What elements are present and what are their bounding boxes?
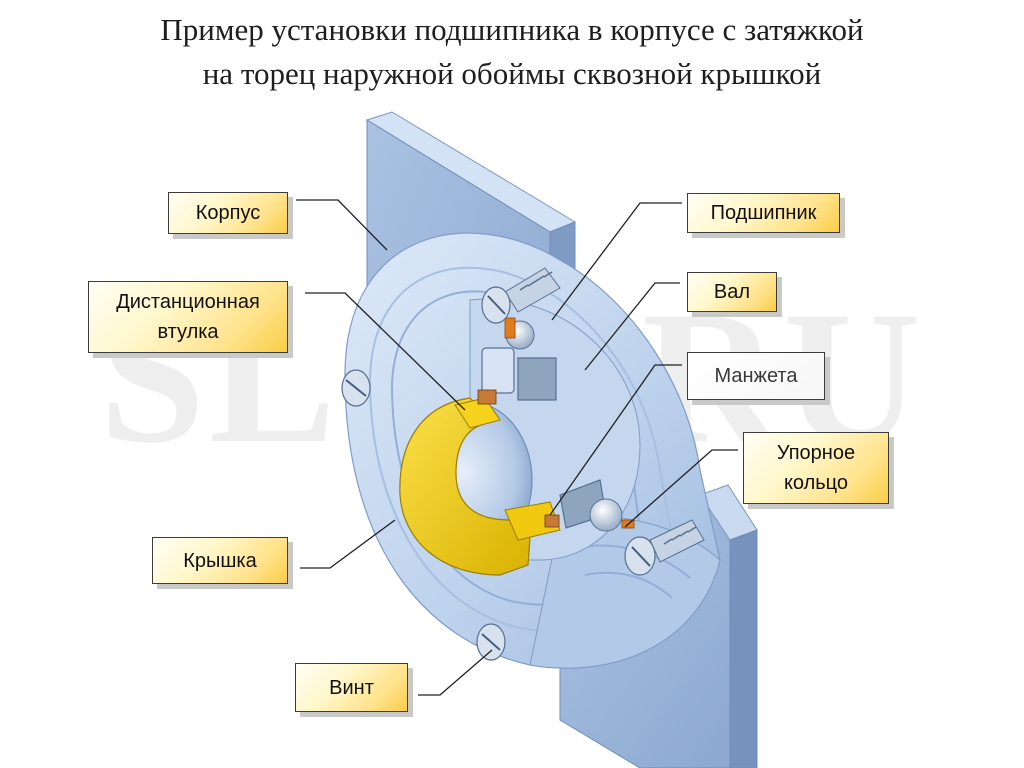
- label-upornoe-koltso: Упорное кольцо: [743, 432, 889, 504]
- leader-lines: [296, 199, 738, 696]
- label-vint-text: Винт: [329, 676, 374, 699]
- label-kryshka-text: Крышка: [183, 549, 257, 572]
- label-distantsionnaya-vtulka: Дистанционная втулка: [88, 281, 288, 353]
- leader-podshipnik: [551, 202, 682, 321]
- label-korpus: Корпус: [168, 192, 288, 234]
- leader-manzheta: [549, 364, 682, 516]
- leader-korpus: [296, 199, 388, 251]
- label-upornoe-line2: кольцо: [783, 472, 849, 494]
- spacer-sleeve: [399, 397, 561, 576]
- label-distantsionnaya-line2: втулка: [157, 321, 219, 343]
- leader-upornoe: [624, 449, 738, 528]
- page-title: Пример установки подшипника в корпусе с …: [0, 8, 1024, 96]
- label-podshipnik-text: Подшипник: [710, 202, 817, 224]
- screw-bottom: [476, 623, 506, 661]
- leader-vint: [418, 649, 493, 696]
- leader-kryshka: [300, 519, 396, 569]
- label-val: Вал: [687, 272, 777, 312]
- label-korpus-text: Корпус: [195, 202, 261, 224]
- title-line-2: на торец наружной обоймы сквозной крышко…: [202, 56, 822, 91]
- screw-top: [481, 267, 561, 324]
- title-line-1: Пример установки подшипника в корпусе с …: [160, 12, 864, 47]
- leader-val: [584, 282, 680, 371]
- label-podshipnik: Подшипник: [687, 193, 840, 233]
- label-vint: Винт: [295, 663, 408, 712]
- label-upornoe-line1: Упорное: [776, 442, 856, 464]
- screw-bottom-right: [624, 519, 705, 576]
- label-manzheta: Манжета: [687, 352, 825, 400]
- screw-left: [341, 369, 371, 407]
- label-kryshka: Крышка: [152, 537, 288, 584]
- label-val-text: Вал: [713, 281, 751, 303]
- bearing-upper: [477, 317, 557, 405]
- bearing-lower: [544, 479, 635, 532]
- leader-distantsionnaya: [305, 292, 466, 411]
- label-manzheta-text: Манжета: [714, 365, 798, 387]
- label-distantsionnaya-line1: Дистанционная: [116, 291, 260, 313]
